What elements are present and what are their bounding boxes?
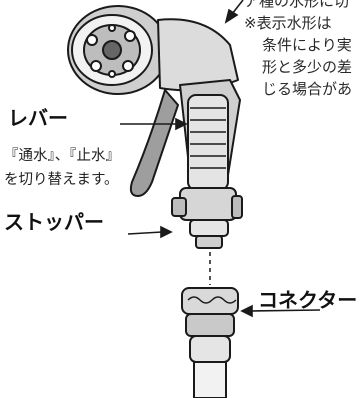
note-line-0: ア種の水形に切 xyxy=(244,0,350,10)
stopper-label: ストッパー xyxy=(4,210,104,234)
connector-label: コネクター xyxy=(258,288,358,312)
note-line-1: ※表示水形は xyxy=(244,14,332,32)
lever-icon xyxy=(129,89,179,197)
spray-head-icon xyxy=(67,5,239,95)
note-line-2: 条件により実 xyxy=(262,36,352,54)
note-line-4: じる場合があ xyxy=(262,80,353,98)
handle-icon xyxy=(179,79,241,191)
lever-label: レバー xyxy=(8,106,68,130)
lever-description-line-2: を切り替えます。 xyxy=(4,172,119,188)
stopper-icon xyxy=(171,187,243,249)
note-line-3: 形と多少の差 xyxy=(262,58,353,76)
lever-description-line-1: 『通水』、『止水』 xyxy=(4,148,120,164)
connector-icon xyxy=(181,287,239,398)
